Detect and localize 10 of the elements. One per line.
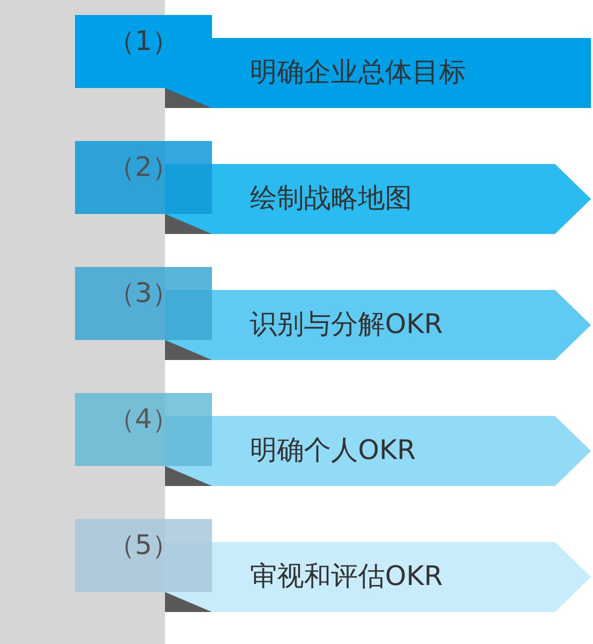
number-tab: （2）	[75, 141, 212, 214]
number-tab: （3）	[75, 267, 212, 340]
number-tab: （4）	[75, 393, 212, 466]
step-label: 绘制战略地图	[250, 183, 412, 215]
step-label: 识别与分解OKR	[250, 309, 443, 341]
number-tab: （5）	[75, 519, 212, 592]
step-label: 审视和评估OKR	[250, 561, 443, 593]
step-label: 明确企业总体目标	[250, 57, 466, 89]
number-tab: （1）	[75, 15, 212, 88]
step-label: 明确个人OKR	[250, 435, 416, 467]
